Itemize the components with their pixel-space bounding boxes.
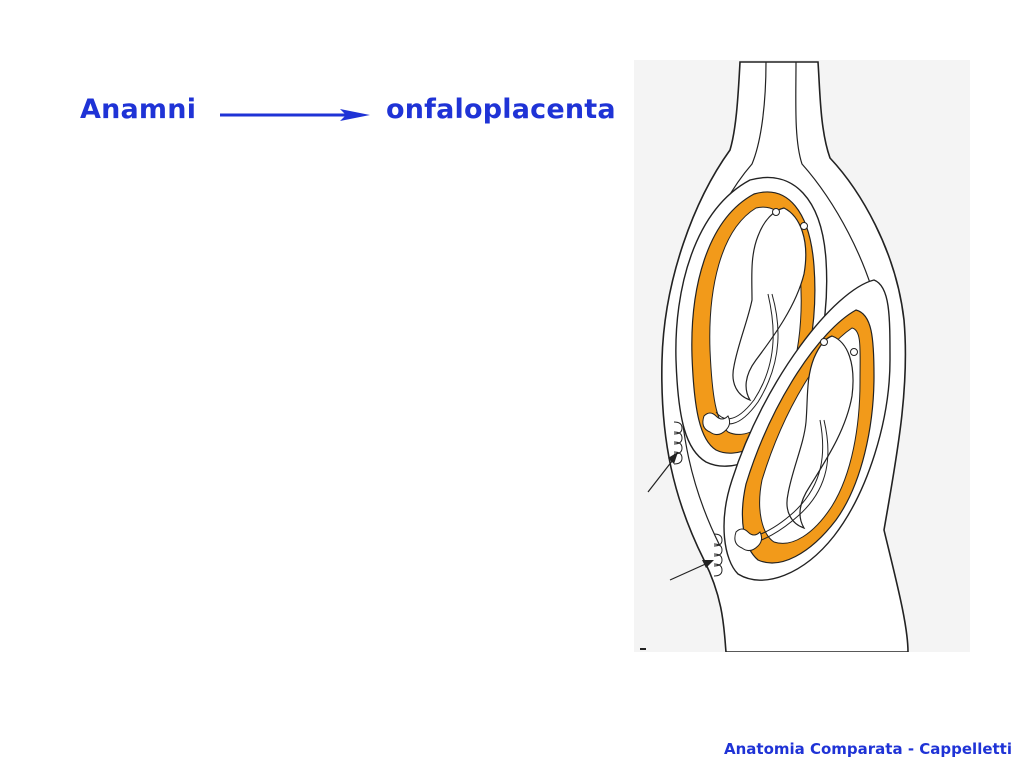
right-arrow-icon — [220, 109, 370, 121]
title-anamni: Anamni — [80, 94, 197, 125]
embryo-diagram — [634, 60, 970, 652]
pointer-arrow-icon — [647, 452, 678, 493]
title-onfaloplacenta: onfaloplacenta — [386, 94, 616, 125]
pointer-arrow-icon-2 — [669, 560, 714, 581]
footer-credit: Anatomia Comparata - Cappelletti — [723, 740, 1012, 758]
